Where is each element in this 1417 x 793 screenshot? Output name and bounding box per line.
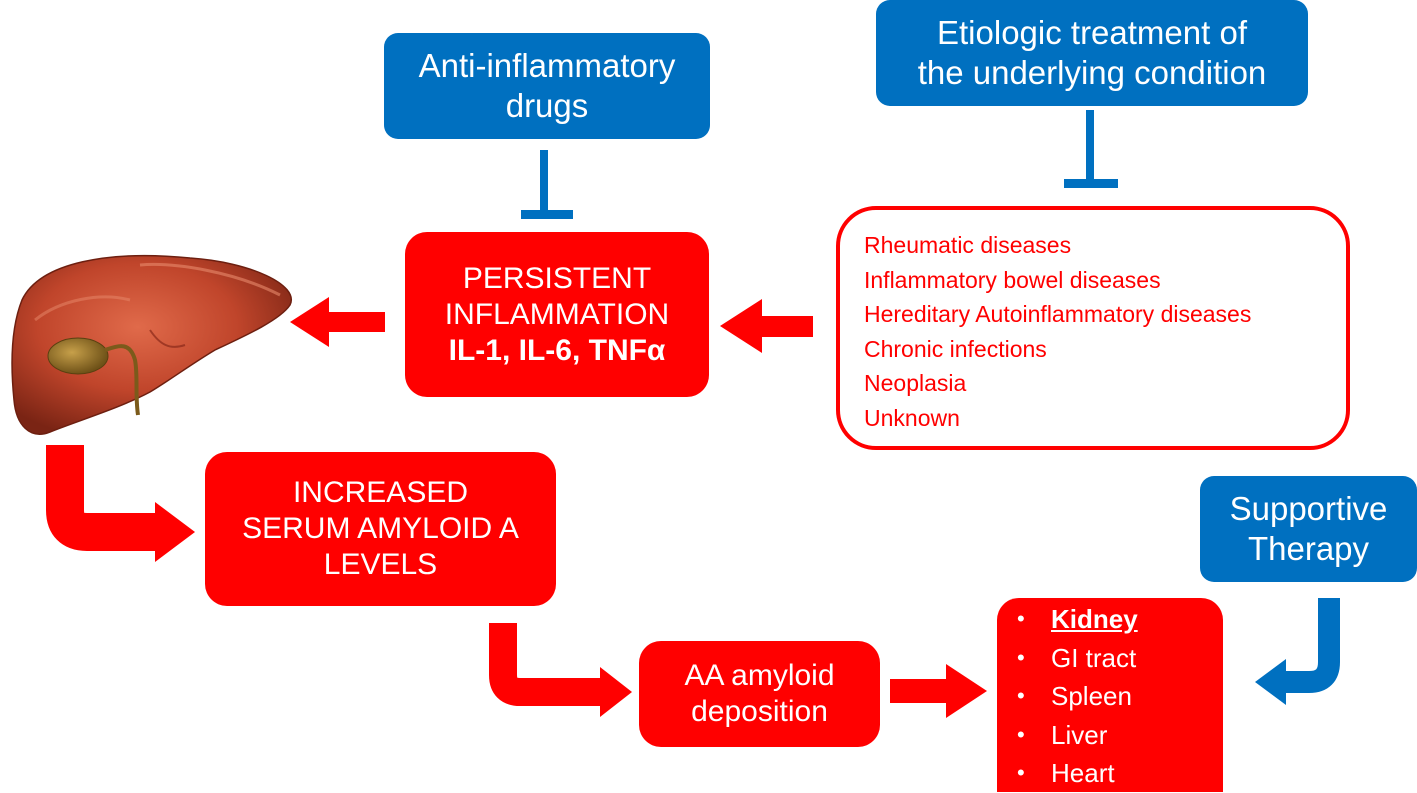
supportive-line2: Therapy: [1247, 530, 1370, 567]
arrow-deposition-to-organs: [890, 664, 987, 718]
arrow-inflammation-to-liver: [290, 297, 385, 347]
organ-item-kidney: • Kidney: [1017, 600, 1138, 639]
etiologic-line1: Etiologic treatment of: [937, 14, 1247, 52]
organ-item-gi-tract: • GI tract: [1017, 639, 1138, 678]
organ-list: • Kidney • GI tract • Spleen • Liver • Heart: [1017, 600, 1138, 793]
etiologic-treatment-box: Etiologic treatment of the underlying co…: [876, 0, 1308, 106]
bullet-icon: •: [1017, 721, 1025, 747]
cause-item: Inflammatory bowel diseases: [864, 266, 1161, 293]
cause-item: Chronic infections: [864, 335, 1047, 362]
deposition-line1: AA amyloid: [684, 659, 835, 692]
bullet-icon: •: [1017, 606, 1025, 631]
cause-item: Hereditary Autoinflammatory diseases: [864, 301, 1252, 327]
cause-item: Rheumatic diseases: [864, 232, 1072, 258]
organ-item-heart: • Heart: [1017, 754, 1138, 793]
anti-inflammatory-line2: drugs: [505, 87, 589, 124]
organ-label: Kidney: [1051, 604, 1138, 634]
bullet-icon: •: [1017, 683, 1025, 708]
organ-item-liver: • Liver: [1017, 716, 1138, 755]
cause-item: Unknown: [864, 404, 960, 431]
affected-organs-box: • Kidney • GI tract • Spleen • Liver • Heart: [997, 598, 1223, 792]
anti-inflammatory-drugs-box: Anti-inflammatory drugs: [384, 33, 710, 139]
bent-arrow-saa-to-deposition: [489, 623, 632, 717]
bullet-icon: •: [1017, 760, 1025, 785]
cause-item: Neoplasia: [864, 370, 967, 396]
serum-line3: LEVELS: [323, 548, 438, 581]
etiologic-line2: the underlying condition: [917, 54, 1267, 91]
deposition-line2: deposition: [691, 695, 828, 728]
supportive-line1: Supportive: [1229, 490, 1388, 528]
organ-label: Liver: [1051, 719, 1108, 750]
organ-label: Heart: [1051, 758, 1115, 788]
serum-line1: INCREASED: [292, 476, 469, 509]
bullet-icon: •: [1017, 644, 1025, 670]
arrow-causes-to-inflammation: [720, 299, 813, 353]
persistent-inflammation-box: PERSISTENT INFLAMMATION IL-1, IL-6, TNFα: [405, 232, 709, 397]
organ-label: GI tract: [1051, 642, 1137, 673]
inhibition-bar-etiologic: [1064, 110, 1118, 188]
underlying-conditions-box: Rheumatic diseases Inflammatory bowel di…: [836, 206, 1350, 450]
persistent-line1: PERSISTENT: [462, 261, 652, 295]
cytokines-label: IL-1, IL-6, TNFα: [448, 333, 666, 367]
anti-inflammatory-line1: Anti-inflammatory: [418, 47, 676, 85]
aa-amyloid-deposition-box: AA amyloid deposition: [639, 641, 880, 747]
organ-item-spleen: • Spleen: [1017, 677, 1138, 716]
bent-arrow-liver-to-saa: [46, 445, 195, 562]
serum-amyloid-box: INCREASED SERUM AMYLOID A LEVELS: [205, 452, 556, 606]
supportive-therapy-box: Supportive Therapy: [1200, 476, 1417, 582]
inhibition-bar-anti-inflammatory: [521, 150, 573, 219]
persistent-line2: INFLAMMATION: [444, 297, 670, 331]
bent-arrow-supportive-to-organs: [1255, 598, 1340, 705]
serum-line2: SERUM AMYLOID A: [242, 512, 519, 545]
liver-illustration-icon: [11, 254, 293, 435]
organ-label: Spleen: [1051, 681, 1132, 711]
